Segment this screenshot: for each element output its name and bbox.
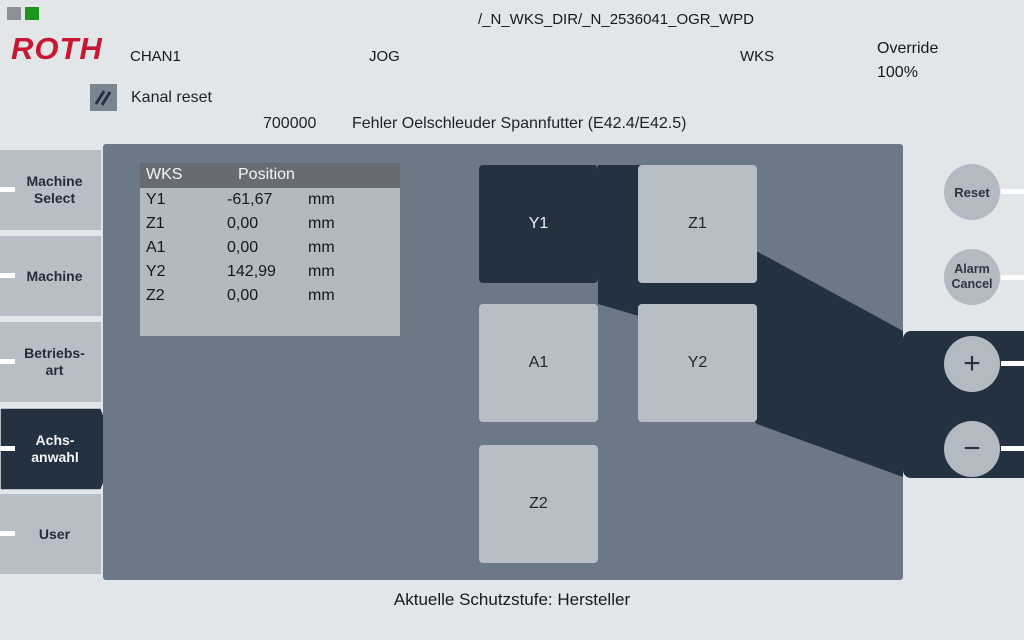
channel-reset-icon <box>90 84 117 111</box>
axis-name: Y2 <box>146 263 166 280</box>
axis-unit: mm <box>308 215 335 232</box>
axis-button-z2[interactable]: Z2 <box>479 445 598 563</box>
mode-label: JOG <box>369 48 400 65</box>
gray-status-icon <box>7 7 21 20</box>
table-row: Y2 142,99 mm <box>140 260 400 284</box>
channel-label: CHAN1 <box>130 48 181 65</box>
alarm-message: Fehler Oelschleuder Spannfutter (E42.4/E… <box>352 115 687 132</box>
protection-level-text: Aktuelle Schutzstufe: Hersteller <box>393 590 631 609</box>
softkey-dash-icon <box>0 446 15 451</box>
table-header: WKS Position <box>140 163 400 188</box>
override-value: 100% <box>877 64 918 81</box>
sidebar-item-betriebsart[interactable]: Betriebs- art <box>0 322 101 402</box>
channel-state-label: Kanal reset <box>131 89 212 106</box>
softkey-dash-icon <box>0 273 15 278</box>
softkey-dash-icon <box>0 531 15 536</box>
axis-value: -61,67 <box>227 191 273 208</box>
jog-minus-button[interactable]: − <box>944 421 1000 477</box>
axis-value: 142,99 <box>227 263 276 280</box>
alarm-cancel-button[interactable]: Alarm Cancel <box>944 249 1000 305</box>
alarm-number: 700000 <box>263 115 317 132</box>
hardkey-dash-icon <box>1001 189 1024 194</box>
axis-name: Z2 <box>146 287 165 304</box>
col-header-wks: WKS <box>146 166 183 183</box>
override-label: Override <box>877 40 939 57</box>
sidebar-item-label: Achs- anwahl <box>31 432 79 465</box>
hardkey-dash-icon <box>1001 275 1024 280</box>
axis-name: Y1 <box>146 191 166 208</box>
axis-unit: mm <box>308 263 335 280</box>
hardkey-dash-icon <box>1001 446 1024 451</box>
sidebar-item-user[interactable]: User <box>0 494 101 574</box>
softkey-dash-icon <box>0 187 15 192</box>
override-display: Override 100% <box>877 37 938 85</box>
table-row: A1 0,00 mm <box>140 236 400 260</box>
axis-value: 0,00 <box>227 287 259 304</box>
axis-unit: mm <box>308 239 335 256</box>
reset-button[interactable]: Reset <box>944 164 1000 220</box>
table-row: Z1 0,00 mm <box>140 212 400 236</box>
axis-name: Z1 <box>146 215 165 232</box>
table-row: Z2 0,00 mm <box>140 284 400 308</box>
coord-system-label: WKS <box>740 48 775 65</box>
axis-button-a1[interactable]: A1 <box>479 304 598 422</box>
hardkey-dash-icon <box>1001 361 1024 366</box>
program-path: /_N_WKS_DIR/_N_2536041_OGR_WPD <box>478 11 754 28</box>
axis-value: 0,00 <box>227 215 259 232</box>
axis-unit: mm <box>308 287 335 304</box>
position-table: WKS Position Y1 -61,67 mm Z1 0,00 mm A1 … <box>140 163 400 336</box>
sidebar-item-achsanwahl[interactable]: Achs- anwahl <box>0 408 118 490</box>
col-header-position: Position <box>238 166 295 183</box>
sidebar-item-machine[interactable]: Machine <box>0 236 101 316</box>
axis-button-y1[interactable]: Y1 <box>479 165 598 283</box>
jog-plus-button[interactable]: + <box>944 336 1000 392</box>
green-status-icon <box>25 7 39 20</box>
table-row: Y1 -61,67 mm <box>140 188 400 212</box>
axis-button-z1[interactable]: Z1 <box>638 165 757 283</box>
softkey-dash-icon <box>0 359 15 364</box>
axis-button-y2[interactable]: Y2 <box>638 304 757 422</box>
axis-value: 0,00 <box>227 239 259 256</box>
axis-name: A1 <box>146 239 166 256</box>
axis-unit: mm <box>308 191 335 208</box>
sidebar-item-machine-select[interactable]: Machine Select <box>0 150 101 230</box>
roth-logo: ROTH <box>11 31 103 66</box>
